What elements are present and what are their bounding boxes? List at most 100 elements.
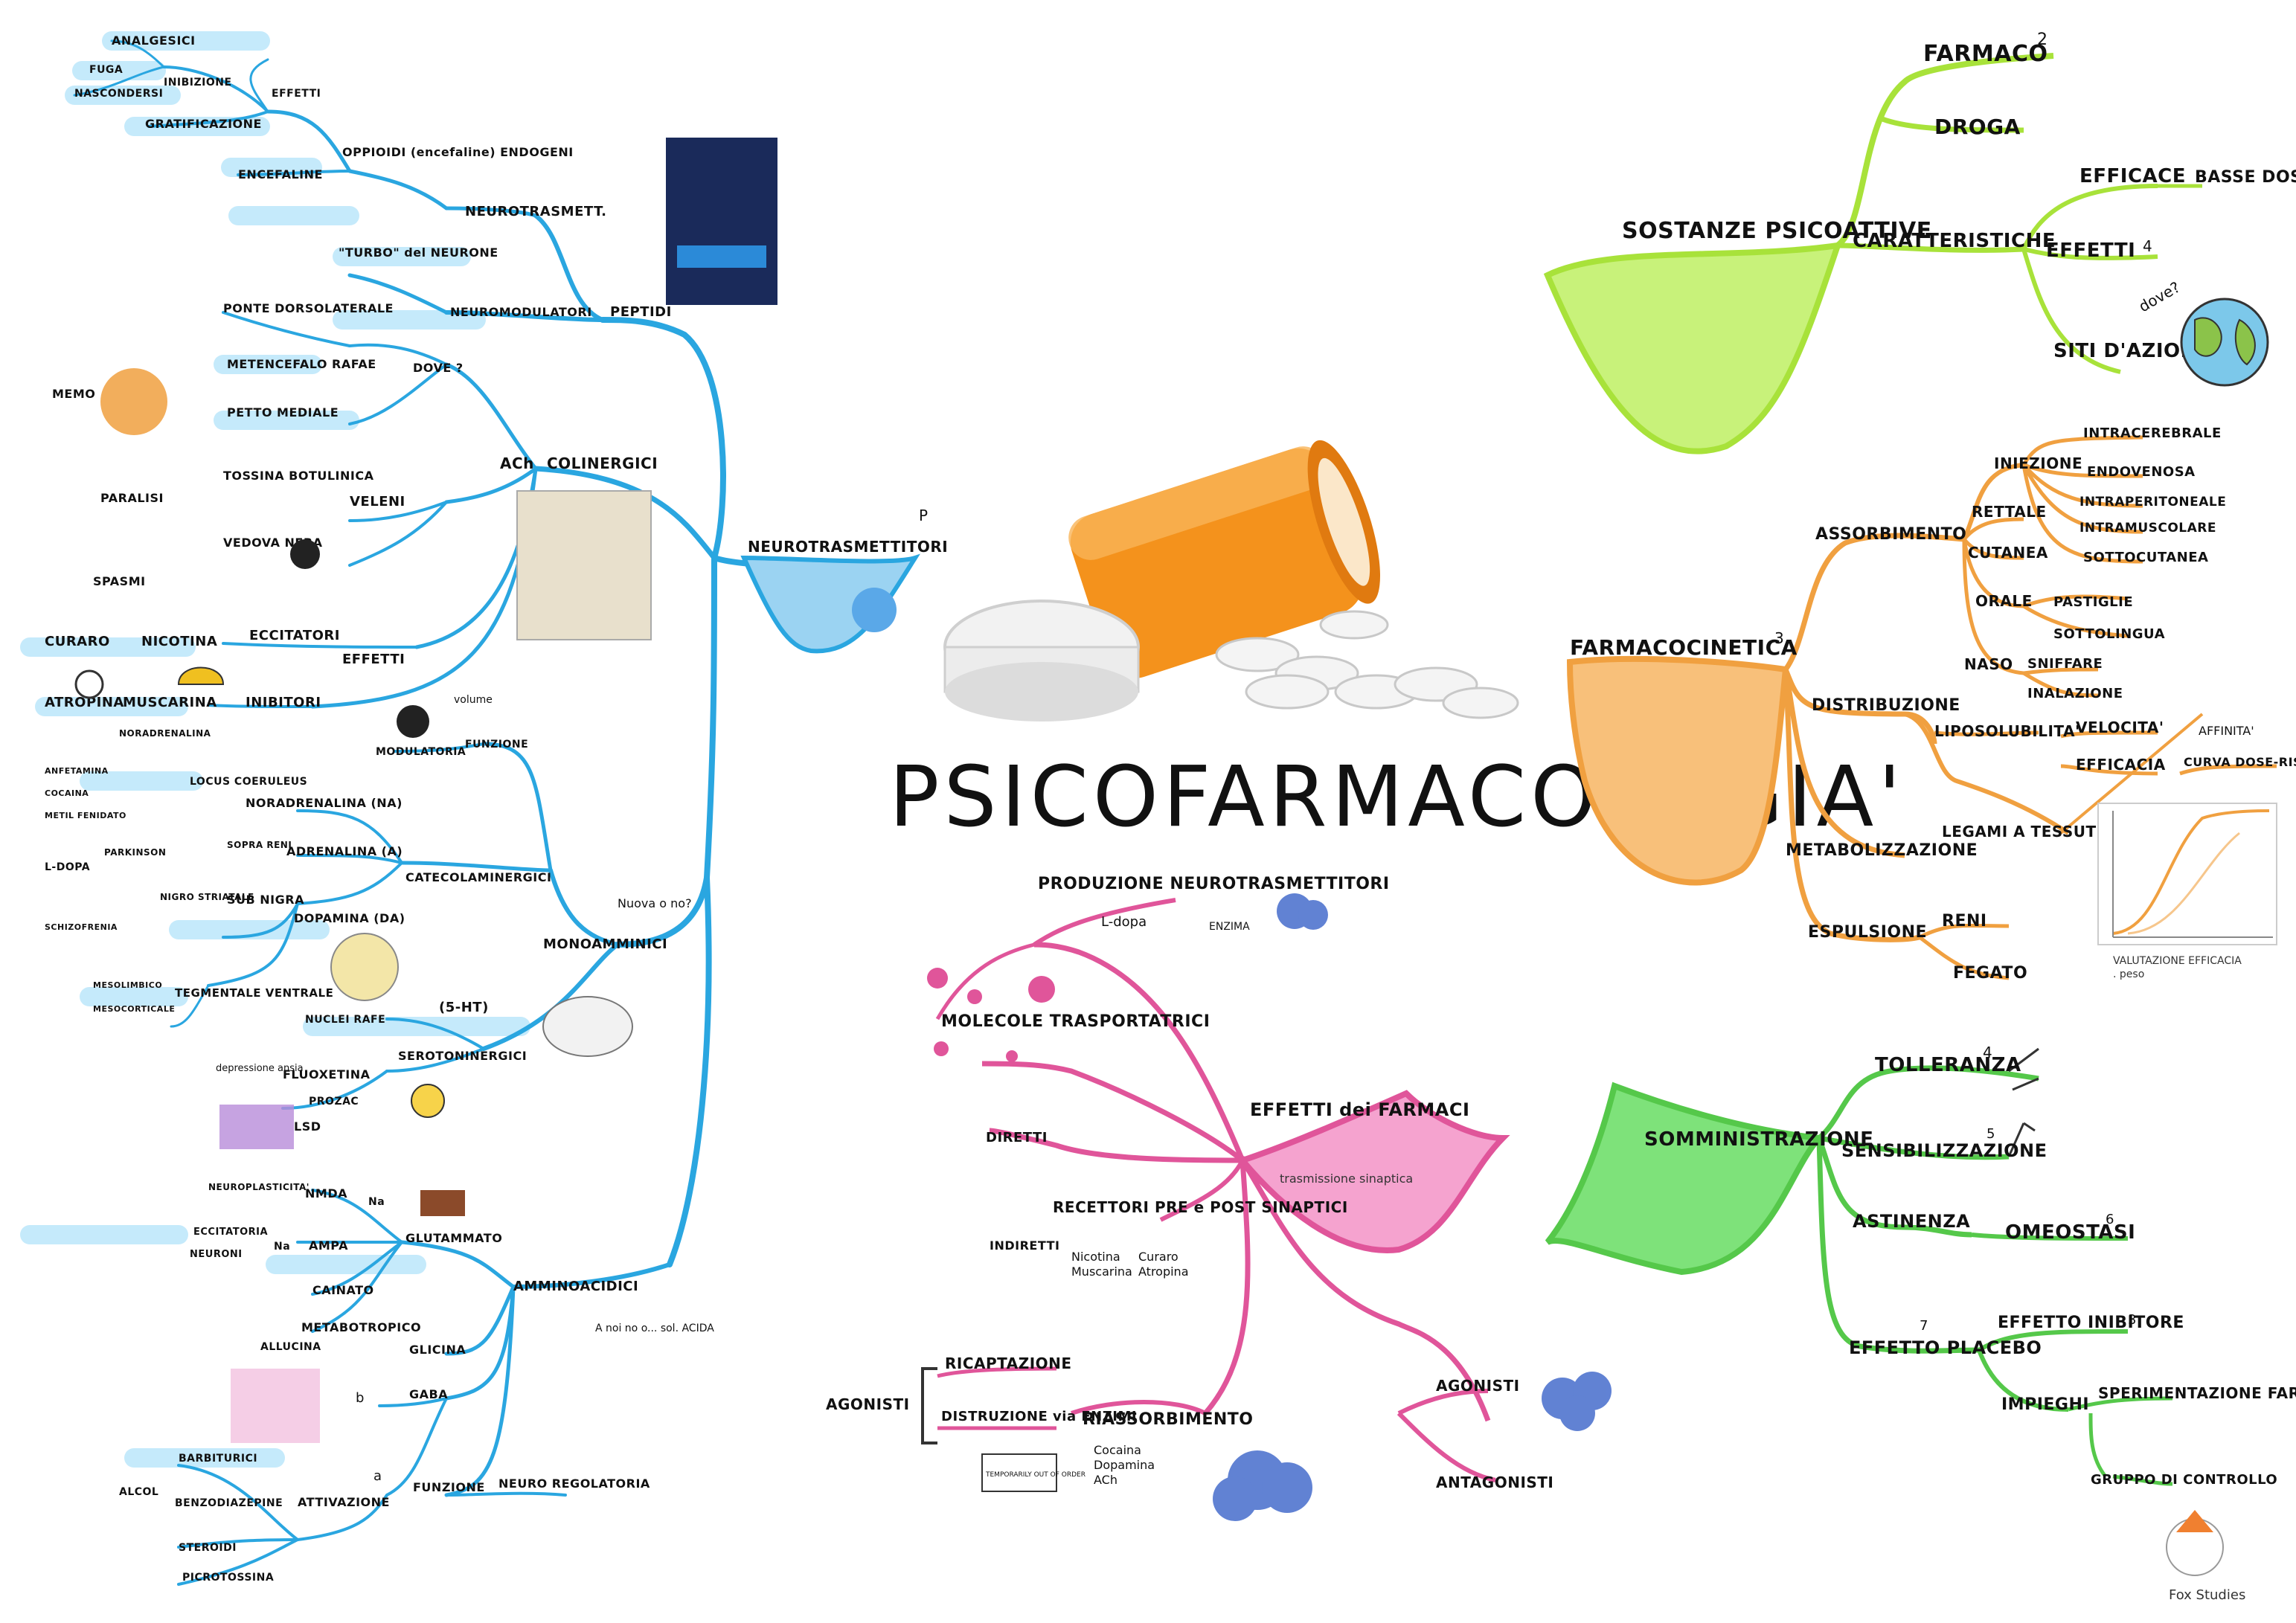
label-affinita: AFFINITA' bbox=[2199, 724, 2254, 738]
label-petto: PETTO MEDIALE bbox=[227, 405, 339, 420]
label-legami: LEGAMI A TESSUTI bbox=[1942, 823, 2103, 841]
label-analgesici: ANALGESICI bbox=[112, 33, 196, 48]
label-temporarily: TEMPORARILY OUT OF ORDER bbox=[985, 1471, 1086, 1479]
label-fluoxetina: FLUOXETINA bbox=[283, 1067, 371, 1082]
label-effetti-top: EFFETTI bbox=[272, 88, 321, 100]
sup-inibitore: 3 bbox=[2128, 1312, 2136, 1328]
label-tolleranza: TOLLERANZA bbox=[1875, 1054, 2021, 1076]
sup-farmacocinetica: 3 bbox=[1774, 629, 1784, 647]
label-alcol: ALCOL bbox=[119, 1486, 158, 1498]
label-neuroni: NEURONI bbox=[190, 1249, 243, 1260]
label-nascondersi: NASCONDERSI bbox=[74, 88, 163, 100]
blue-pill-character-icon bbox=[852, 588, 897, 632]
label-curva: CURVA DOSE-RISPOSTA bbox=[2184, 755, 2296, 769]
label-espulsione: ESPULSIONE bbox=[1808, 923, 1927, 942]
sup-sensibilizzazione: 5 bbox=[1986, 1126, 1995, 1142]
label-cutanea: CUTANEA bbox=[1968, 544, 2048, 562]
label-omeostasi: OMEOSTASI bbox=[2005, 1221, 2135, 1244]
label-sensibilizzazione: SENSIBILIZZAZIONE bbox=[1841, 1140, 2048, 1161]
label-caratteristiche: CARATTERISTICHE bbox=[1853, 230, 2056, 252]
label-oppioidi: OPPIOIDI (encefaline) ENDOGENI bbox=[342, 145, 574, 159]
receptor-cluster-icon bbox=[1213, 893, 1612, 1521]
label-spasmi: SPASMI bbox=[93, 574, 146, 588]
label-allucina: ALLUCINA bbox=[260, 1341, 321, 1353]
label-schizofrenia: SCHIZOFRENIA bbox=[45, 922, 118, 932]
label-mesolimbico: MESOLIMBICO bbox=[93, 980, 162, 990]
label-metilfenidato: METIL FENIDATO bbox=[45, 811, 126, 820]
label-orale: ORALE bbox=[1975, 592, 2033, 610]
label-farmacocinetica: FARMACOCINETICA bbox=[1570, 635, 1798, 660]
svg-text:Fox Studies: Fox Studies bbox=[2169, 1587, 2245, 1603]
label-ach: ACh bbox=[500, 454, 534, 472]
label-glutammato: GLUTAMMATO bbox=[405, 1231, 502, 1245]
label-effetti-farmaci: EFFETTI dei FARMACI bbox=[1250, 1099, 1469, 1120]
label-monoamminici: MONOAMMINICI bbox=[543, 936, 667, 952]
label-gaba: GABA bbox=[409, 1387, 448, 1401]
label-recettori: RECETTORI PRE e POST SINAPTICI bbox=[1053, 1198, 1348, 1216]
label-antagonisti: ANTAGONISTI bbox=[1436, 1473, 1553, 1491]
label-gruppo: GRUPPO DI CONTROLLO bbox=[2091, 1472, 2277, 1488]
blue-labels: NEUROTRASMETTITORI P PEPTIDI NEUROTRASME… bbox=[45, 33, 948, 1584]
label-agonisti-left: AGONISTI bbox=[826, 1395, 910, 1413]
label-fuga: FUGA bbox=[89, 64, 123, 76]
label-naso: NASO bbox=[1964, 655, 2013, 673]
blue-side-doodles bbox=[74, 138, 897, 1443]
label-metabolizzazione: METABOLIZZAZIONE bbox=[1786, 841, 1978, 860]
label-effetti-lime: EFFETTI bbox=[2046, 240, 2135, 262]
label-reni: RENI bbox=[1942, 912, 1987, 931]
label-inibitori: INIBITORI bbox=[246, 695, 321, 710]
label-anfetamina: ANFETAMINA bbox=[45, 766, 109, 776]
label-funzione-low: FUNZIONE bbox=[413, 1480, 485, 1494]
label-trasmissione: trasmissione sinaptica bbox=[1280, 1172, 1413, 1186]
label-pastiglie: PASTIGLIE bbox=[2053, 594, 2133, 610]
label-diretti: DIRETTI bbox=[986, 1130, 1048, 1145]
label-effetti-mid: EFFETTI bbox=[342, 652, 405, 667]
label-memo: MEMO bbox=[52, 387, 95, 401]
label-dopamina: DOPAMINA (DA) bbox=[294, 911, 405, 925]
label-5ht: (5-HT) bbox=[439, 1000, 489, 1015]
label-ldopa-blue: L-DOPA bbox=[45, 861, 90, 873]
turbo-poster-image bbox=[666, 138, 777, 305]
branch-effetti-farmaci: EFFETTI dei FARMACI trasmissione sinapti… bbox=[826, 875, 1612, 1521]
label-na-1: Na bbox=[368, 1196, 385, 1208]
label-ampa: AMPA bbox=[309, 1238, 348, 1253]
label-a: a bbox=[373, 1468, 382, 1484]
label-catecolaminergici: CATECOLAMINERGICI bbox=[405, 870, 551, 884]
label-farmaco: FARMACO bbox=[1923, 41, 2048, 67]
label-glicina: GLICINA bbox=[409, 1343, 466, 1357]
label-neurotrasmettitori: NEUROTRASMETTITORI bbox=[748, 538, 948, 556]
spider-icon bbox=[290, 539, 320, 569]
label-curaro: CURARO bbox=[45, 634, 110, 649]
label-agonisti-right: AGONISTI bbox=[1436, 1377, 1520, 1395]
label-droga: DROGA bbox=[1934, 115, 2021, 139]
label-adrenalina: ADRENALINA (A) bbox=[286, 844, 403, 858]
label-muscarina: MUSCARINA bbox=[123, 695, 217, 710]
label-nicotina: NICOTINA bbox=[141, 634, 217, 649]
label-neuroplasticita: NEUROPLASTICITA' bbox=[208, 1182, 310, 1192]
label-intracerebrale: INTRACEREBRALE bbox=[2083, 425, 2222, 441]
label-benzodiazepine: BENZODIAZEPINE bbox=[175, 1497, 283, 1509]
label-indiretti: INDIRETTI bbox=[990, 1238, 1059, 1253]
label-ponte: PONTE DORSOLATERALE bbox=[223, 301, 394, 315]
mushroom-icon bbox=[177, 666, 225, 685]
label-efficace: EFFICACE bbox=[2079, 165, 2186, 187]
label-colinergici: COLINERGICI bbox=[547, 454, 658, 472]
spiral-icon bbox=[219, 1105, 294, 1149]
central-image-pills bbox=[943, 440, 1519, 721]
label-lsd: LSD bbox=[294, 1119, 321, 1134]
label-produzione: PRODUZIONE NEUROTRASMETTITORI bbox=[1038, 875, 1390, 893]
label-sperimentazione: SPERIMENTAZIONE FARMACI bbox=[2098, 1384, 2296, 1402]
label-distribuzione: DISTRIBUZIONE bbox=[1812, 696, 1960, 715]
label-surreni: SOPRA RENI bbox=[227, 840, 292, 850]
label-eccitatori: ECCITATORI bbox=[249, 628, 340, 643]
label-neurotrasmett: NEUROTRASMETT. bbox=[465, 204, 606, 219]
label-nigro: NIGRO STRIATALE bbox=[160, 892, 254, 902]
label-sub-nigra: SUB NIGRA bbox=[227, 893, 304, 907]
branch-farmacocinetica: FARMACOCINETICA 3 ASSORBIMENTO INIEZIONE… bbox=[1566, 425, 2296, 983]
label-noradrenalina-top: NORADRENALINA bbox=[119, 728, 211, 739]
label-attivazione: ATTIVAZIONE bbox=[298, 1495, 390, 1509]
sup-tolleranza: 4 bbox=[1983, 1044, 1992, 1061]
label-rettale: RETTALE bbox=[1972, 503, 2047, 521]
eye-icon bbox=[74, 669, 104, 699]
label-fegato: FEGATO bbox=[1953, 964, 2027, 983]
